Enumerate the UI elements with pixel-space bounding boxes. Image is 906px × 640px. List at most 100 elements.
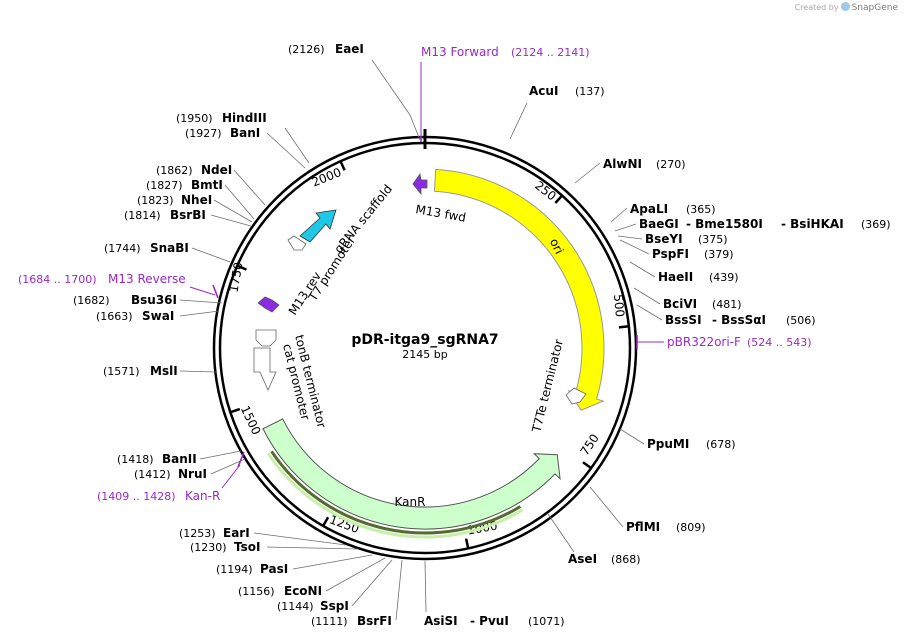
primer-pbr322ori-f-name[interactable]: pBR322ori-F <box>667 335 741 349</box>
enzyme-baegi-name[interactable]: BaeGI <box>639 217 679 231</box>
enzyme-eari-name[interactable]: EarI <box>223 526 250 540</box>
tick-1500-label: 1500 <box>238 404 264 438</box>
primer-m13-reverse-name[interactable]: M13 Reverse <box>108 272 186 286</box>
tick-1750-label: 1750 <box>227 261 246 294</box>
ori-arrow[interactable] <box>433 168 605 411</box>
enzyme-sspi-name[interactable]: SspI <box>320 599 349 613</box>
primer-m13-forward-name[interactable]: M13 Forward <box>421 45 499 59</box>
enzyme-alwni-position: (270) <box>656 158 686 171</box>
enzyme-bsrfi-position: (1111) <box>311 615 348 628</box>
enzyme-bmti-name[interactable]: BmtI <box>191 178 223 192</box>
enzyme-bsrbi-leader <box>210 214 252 227</box>
enzyme-haeii-name[interactable]: HaeII <box>658 270 693 284</box>
primer-pbr322ori-f-range: (524 .. 543) <box>747 336 812 349</box>
enzyme-bseyi-name[interactable]: BseYI <box>645 232 683 246</box>
enzyme-ndei-leader <box>233 169 266 206</box>
enzyme-snabi-leader <box>191 247 231 263</box>
enzyme-bseyi-position: (375) <box>698 233 728 246</box>
enzyme-nhei-position: (1823) <box>137 194 174 207</box>
kanr-primer-bar <box>270 450 522 535</box>
primer-m13-reverse-leader <box>189 286 216 296</box>
enzyme-asei-leader <box>547 513 575 553</box>
enzyme-pasi-name[interactable]: PasI <box>260 562 288 576</box>
primer-m13-reverse-range: (1684 .. 1700) <box>18 273 97 286</box>
t7te-terminator-label: T7Te terminator <box>529 338 566 435</box>
enzyme-pflmi-name[interactable]: PflMI <box>626 520 660 534</box>
enzyme-layer: EaeI(2126)AcuI(137)AlwNI(270)ApaLI(365)B… <box>73 42 891 628</box>
enzyme-asei-position: (868) <box>611 553 641 566</box>
enzyme-bsrfi-name[interactable]: BsrFI <box>357 614 392 628</box>
tick-2000-mark <box>339 161 346 171</box>
enzyme-pspfi-position: (379) <box>704 248 734 261</box>
enzyme-hindiii-name[interactable]: HindIII <box>222 111 267 125</box>
enzyme-acui-position: (137) <box>575 85 605 98</box>
enzyme-bani-name[interactable]: BanI <box>230 126 260 140</box>
cat-promoter-arrow[interactable] <box>253 347 277 391</box>
enzyme-apali-position: (365) <box>686 203 716 216</box>
enzyme-bme1580i-name[interactable]: - Bme1580I <box>686 217 763 231</box>
enzyme-tsoi-position: (1230) <box>190 541 227 554</box>
t7te-terminator-arrow[interactable] <box>565 387 587 405</box>
enzyme-alwni-name[interactable]: AlwNI <box>603 157 642 171</box>
enzyme-bmti-position: (1827) <box>146 179 183 192</box>
enzyme-sspi-leader <box>351 559 393 607</box>
enzyme-econi-name[interactable]: EcoNI <box>284 584 322 598</box>
gRNA-scaffold-arrow[interactable] <box>299 209 337 243</box>
primer-kan-r-leader <box>221 464 241 489</box>
enzyme-pspfi-name[interactable]: PspFI <box>652 247 689 261</box>
primer-kan-r-name[interactable]: Kan-R <box>185 489 220 503</box>
enzyme-bsihkai-name[interactable]: - BsiHKAI <box>781 217 844 231</box>
credit-brand: SnapGene <box>851 3 898 13</box>
enzyme-acui-leader <box>509 102 528 140</box>
enzyme-nrui-name[interactable]: NruI <box>178 467 207 481</box>
enzyme-bsu36i-leader <box>179 299 223 304</box>
enzyme-bsu36i-position: (1682) <box>73 294 110 307</box>
enzyme-bcivi-name[interactable]: BciVI <box>663 297 697 311</box>
enzyme-swai-name[interactable]: SwaI <box>142 309 174 323</box>
t7-promoter-arrow[interactable] <box>287 235 307 251</box>
enzyme-bseyi-leader <box>617 235 643 240</box>
enzyme-bsssi-name[interactable]: BssSI <box>665 313 702 327</box>
enzyme-ndei-name[interactable]: NdeI <box>201 163 232 177</box>
enzyme-snabi-name[interactable]: SnaBI <box>150 241 189 255</box>
enzyme-nrui-position: (1412) <box>134 468 171 481</box>
primer-layer: M13 Forward(2124 .. 2141)pBR322ori-F(524… <box>18 45 812 503</box>
enzyme-hindiii-leader <box>284 127 310 164</box>
enzyme-nhei-name[interactable]: NheI <box>181 193 212 207</box>
kanr-arrow[interactable] <box>262 418 561 530</box>
tick-500-mark <box>618 325 628 329</box>
enzyme-bsrbi-name[interactable]: BsrBI <box>170 208 206 222</box>
enzyme-eaei-name[interactable]: EaeI <box>335 42 364 56</box>
enzyme-pflmi-leader <box>589 486 624 528</box>
enzyme-econi-position: (1156) <box>238 585 275 598</box>
enzyme-eaei-leader <box>371 59 421 141</box>
enzyme-banii-position: (1418) <box>117 453 154 466</box>
enzyme-bsu36i-name[interactable]: Bsu36I <box>131 293 177 307</box>
enzyme-ppumi-name[interactable]: PpuMI <box>647 437 689 451</box>
enzyme-asei-name[interactable]: AseI <box>568 552 597 566</box>
enzyme-banii-name[interactable]: BanII <box>162 452 197 466</box>
enzyme-pvui-name[interactable]: - PvuI <box>470 614 509 628</box>
kanr-label: KanR <box>395 495 426 509</box>
enzyme-pspfi-leader <box>619 239 650 255</box>
tick-500-label: 500 <box>611 294 627 318</box>
enzyme-pasi-leader <box>292 554 373 570</box>
enzyme-acui-name[interactable]: AcuI <box>529 84 558 98</box>
enzyme-bani-leader <box>266 132 306 169</box>
primer-m13-reverse-mark <box>212 284 219 299</box>
enzyme-nhei-leader <box>213 199 253 223</box>
m13-rev-arrow[interactable] <box>257 296 280 313</box>
enzyme-bsssai-name[interactable]: - BssSαI <box>712 313 766 327</box>
enzyme-msli-name[interactable]: MslI <box>150 364 178 378</box>
enzyme-asisi-name[interactable]: AsiSI <box>424 614 458 628</box>
enzyme-tsoi-name[interactable]: TsoI <box>234 540 260 554</box>
enzyme-apali-name[interactable]: ApaLI <box>630 202 668 216</box>
enzyme-ppumi-position: (678) <box>706 438 736 451</box>
enzyme-bsssi-leader <box>636 304 663 321</box>
tick-750-mark <box>582 461 592 469</box>
tonb-terminator-arrow[interactable] <box>255 329 277 347</box>
m13-fwd-arrow[interactable] <box>412 172 428 196</box>
feature-layer <box>253 168 605 539</box>
enzyme-bsrfi-leader <box>395 559 403 621</box>
